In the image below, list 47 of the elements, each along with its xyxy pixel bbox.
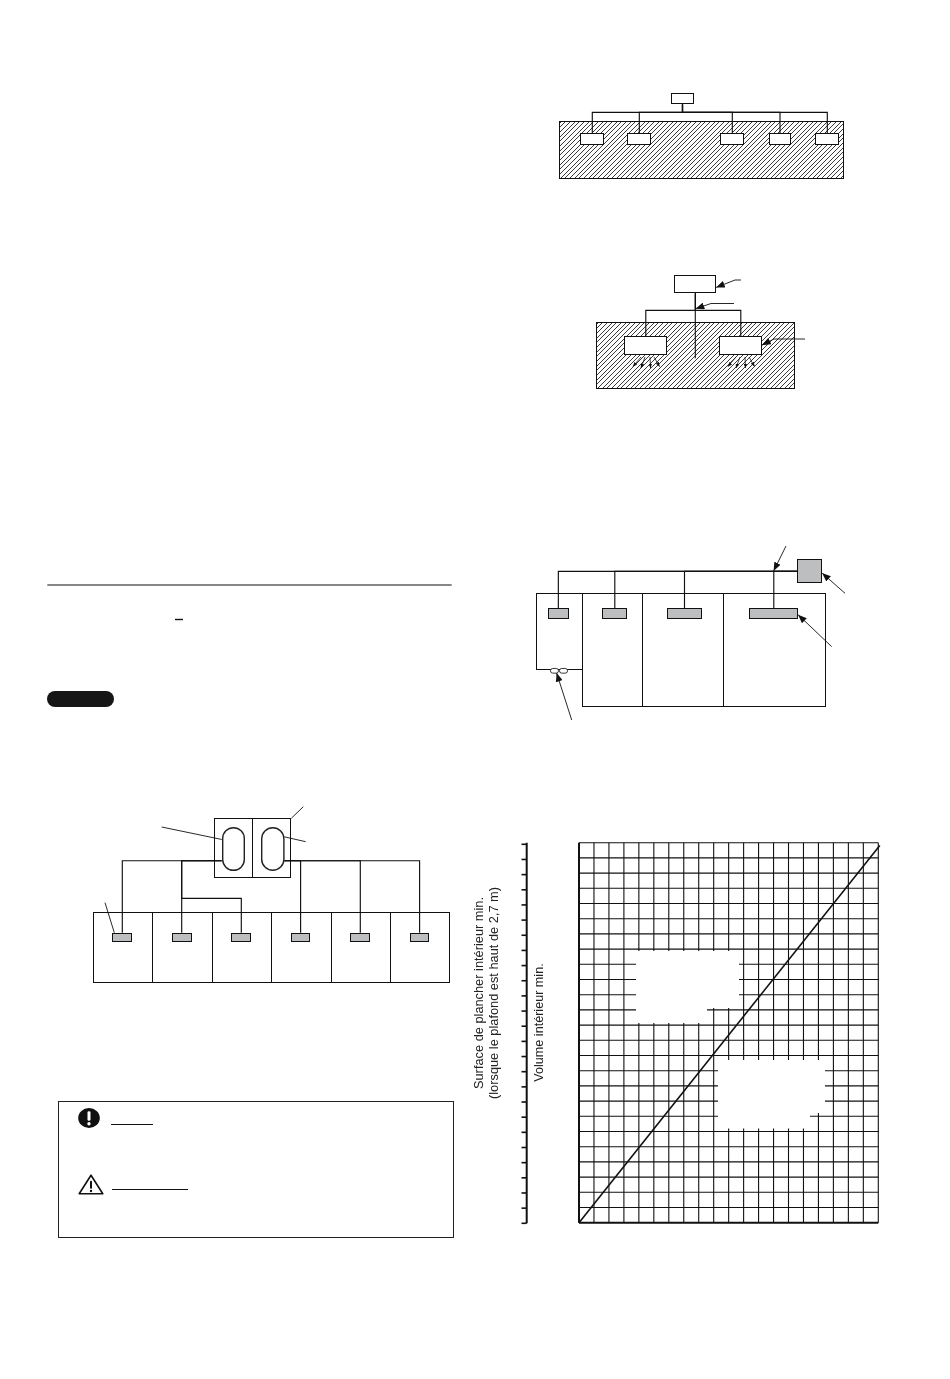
axis-title: Volume intérieur min.: [531, 963, 547, 1082]
indoor-unit: [112, 932, 133, 943]
oval-module: [260, 826, 285, 871]
indoor-unit: [548, 608, 569, 620]
room-outline: [271, 912, 332, 984]
room-outline: [211, 912, 273, 984]
oval-module: [221, 826, 245, 871]
outdoor-unit: [797, 559, 823, 584]
leader-line: [283, 836, 307, 843]
leader-line: [290, 806, 304, 819]
leader-line: [161, 826, 223, 840]
indoor-unit: [720, 133, 745, 146]
indoor-unit: [719, 336, 763, 356]
indoor-unit: [171, 932, 192, 943]
indoor-unit: [815, 133, 840, 146]
indoor-unit: [290, 932, 311, 943]
connector-line: [773, 570, 798, 609]
indoor-unit: [768, 133, 792, 146]
unit-housing: [214, 818, 292, 879]
axis-title: Surface de plancher intérieur min. (lorsque le plafond est haut de 2,7 m): [470, 886, 501, 1100]
room-outline: [535, 593, 584, 670]
indoor-unit: [409, 932, 430, 943]
room-outline: [152, 912, 213, 984]
indoor-unit: [580, 133, 605, 146]
connector-line: [681, 103, 828, 134]
room-outline: [582, 593, 644, 707]
indoor-unit: [602, 608, 628, 620]
indoor-unit: [231, 932, 252, 943]
connector-line: [181, 860, 242, 934]
indoor-unit: [624, 336, 668, 356]
room-outline: [330, 912, 392, 984]
opening-symbol: [549, 667, 568, 674]
indoor-unit: [350, 932, 371, 943]
room-outline: [390, 912, 450, 984]
room-outline: [642, 593, 725, 707]
indoor-unit: [749, 608, 799, 620]
connector-line: [283, 860, 421, 934]
indoor-unit: [627, 133, 652, 146]
connector-line: [694, 292, 742, 337]
room-outline: [92, 912, 154, 984]
indoor-unit: [667, 608, 702, 620]
outdoor-unit: [670, 93, 695, 105]
leader-line: [104, 902, 115, 934]
room-outline: [723, 593, 827, 707]
hatched-room: [559, 121, 845, 180]
outdoor-unit: [674, 275, 717, 294]
hatched-room: [595, 322, 796, 389]
